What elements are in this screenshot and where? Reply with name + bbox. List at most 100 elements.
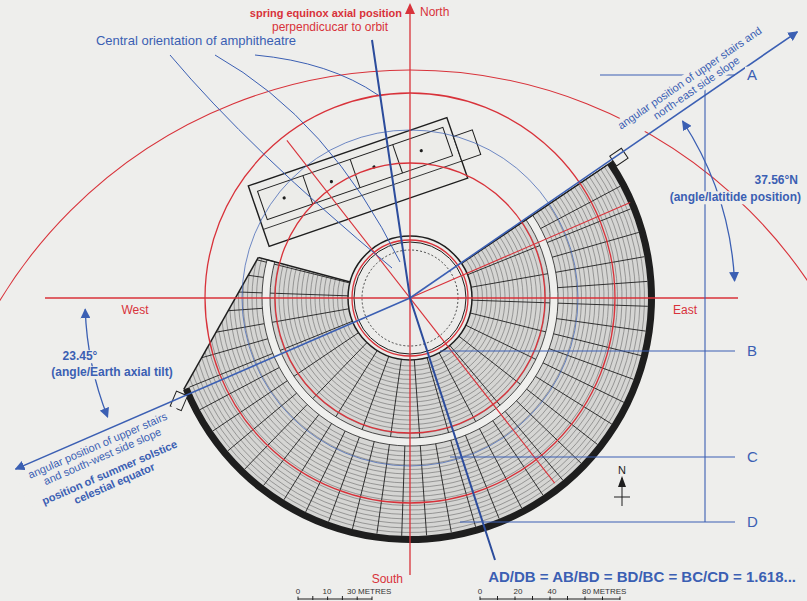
scale-label: 10 <box>321 588 334 597</box>
stairway <box>280 321 352 350</box>
stairway <box>173 308 263 314</box>
scale-tick <box>327 596 328 600</box>
stairway <box>402 446 405 536</box>
stairway <box>200 367 279 409</box>
scale-tick <box>620 596 621 600</box>
building-hall <box>258 127 453 219</box>
stairway <box>245 404 308 469</box>
north-symbol-cross <box>614 497 630 498</box>
leader-line <box>215 55 400 262</box>
stairway <box>272 309 349 323</box>
scale-bar <box>298 599 372 600</box>
scale-label: 20 <box>512 588 525 597</box>
stairway <box>313 343 367 399</box>
scale-tick <box>497 596 498 600</box>
angle-note: (angle/latitide position) <box>668 191 803 204</box>
scale-label: 80 METRES <box>580 588 628 597</box>
stairway <box>558 303 648 306</box>
axis-title: spring equinox axial position <box>248 7 404 19</box>
stairway <box>557 319 646 332</box>
geometry-overlay <box>0 3 807 601</box>
stairway <box>427 358 448 433</box>
stairway <box>284 424 332 500</box>
scale-tick <box>312 596 313 600</box>
scale-label: 40 <box>546 588 559 597</box>
outer-wall <box>183 161 655 543</box>
north-arrowhead <box>405 3 415 14</box>
stairway <box>439 353 476 422</box>
solstice-line <box>410 202 630 298</box>
scale-tick <box>298 596 299 600</box>
scale-label: 0 <box>476 588 484 597</box>
stairway <box>270 293 348 296</box>
stairway <box>547 209 630 243</box>
leader-line <box>170 55 392 268</box>
column-dot <box>282 196 286 200</box>
stairway <box>228 393 297 451</box>
stairway <box>414 360 419 438</box>
stairway <box>391 359 402 436</box>
stairway <box>556 257 645 273</box>
building-wing <box>453 130 480 161</box>
stairway <box>420 446 426 536</box>
stairway <box>329 437 360 522</box>
point-label: B <box>745 343 759 360</box>
stairway <box>459 336 520 384</box>
guide-circle <box>0 70 807 601</box>
compass-label: West <box>119 304 150 317</box>
north-arrow-label: N <box>616 464 628 476</box>
stairway <box>479 429 521 508</box>
scale-tick <box>532 596 533 600</box>
scale-label: 30 METRES <box>345 588 393 597</box>
ratio-formula: AD/DB = AB/BD = BD/BC = BC/CD = 1.618... <box>486 569 798 586</box>
stairway <box>294 333 359 377</box>
scale-tick <box>372 596 373 600</box>
leader-line <box>255 55 378 95</box>
scale-label: 0 <box>294 588 302 597</box>
stairway <box>558 281 648 287</box>
stairway <box>172 290 262 293</box>
stage-building <box>248 111 486 246</box>
stairway <box>505 411 563 480</box>
scale-tick <box>602 596 603 600</box>
ratio-line <box>460 521 735 522</box>
scale-tick <box>342 596 343 600</box>
stairway <box>377 445 390 534</box>
point-label: A <box>745 67 759 84</box>
stairway <box>554 334 641 356</box>
point-label: C <box>745 449 760 466</box>
north-symbol <box>614 476 630 506</box>
scale-bars <box>298 596 620 600</box>
stairway <box>450 345 500 405</box>
stairway <box>436 444 452 533</box>
east-west-axis <box>45 297 738 298</box>
scale-tick <box>515 596 516 600</box>
ratio-line <box>450 456 735 457</box>
compass-label: South <box>370 573 405 586</box>
north-symbol-head <box>618 476 626 487</box>
stairway <box>549 349 634 380</box>
stairway <box>516 401 581 464</box>
scale-tick <box>480 596 481 600</box>
stairway <box>213 381 288 431</box>
stairway <box>352 442 374 529</box>
stairway <box>181 339 268 364</box>
axis-note: perpendicucar to orbit <box>270 21 390 34</box>
stairway <box>536 376 612 424</box>
angle-value: 23.45° <box>61 350 100 363</box>
scale-tick <box>357 596 358 600</box>
stairway <box>472 300 550 303</box>
stairway <box>470 313 546 332</box>
compass-label: East <box>671 304 699 317</box>
column-dot <box>329 180 333 184</box>
compass-label: North <box>418 6 451 19</box>
stairway <box>465 435 499 518</box>
building-wall <box>393 145 403 173</box>
angle-value: 37.56°N <box>753 174 801 187</box>
scale-tick <box>550 596 551 600</box>
angle-note: (angle/Earth axial tilt) <box>49 366 174 379</box>
slope-line <box>410 32 797 298</box>
building-wall <box>303 176 313 204</box>
point-label: D <box>745 514 760 531</box>
